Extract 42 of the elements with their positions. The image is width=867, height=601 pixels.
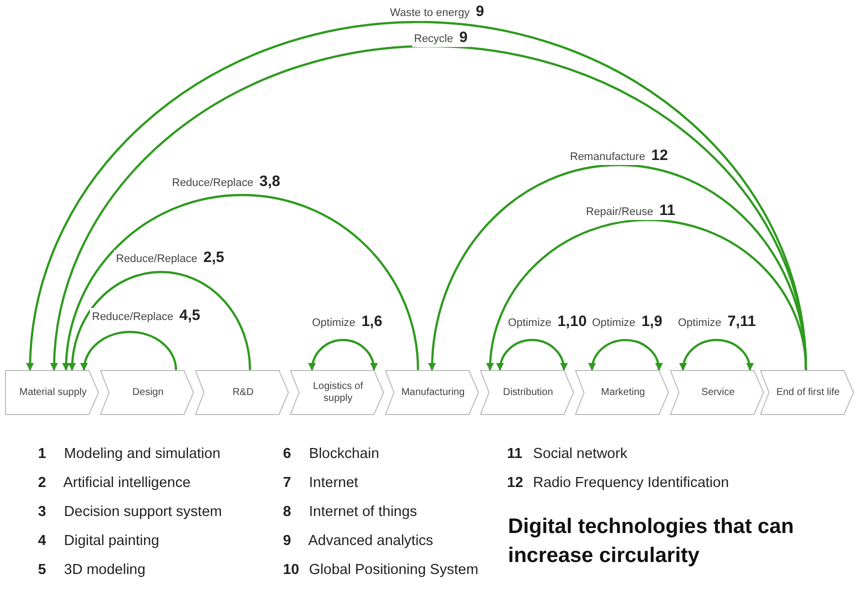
arc-arrow — [496, 338, 568, 371]
stage-label: Manufacturing — [400, 386, 466, 398]
stage-label: R&D — [231, 386, 255, 398]
edge-label: Optimize 1,6 — [310, 314, 384, 331]
arc-arrow — [428, 164, 808, 371]
arc-arrow — [68, 271, 252, 371]
arc-arrow — [680, 338, 754, 371]
edge-label: Repair/Reuse 11 — [584, 203, 678, 220]
edge-label: Remanufacture 12 — [568, 148, 670, 165]
edge-label: Reduce/Replace 4,5 — [90, 308, 202, 325]
edge-label: Recycle 9 — [412, 30, 470, 47]
technology-label: 5 3D modeling — [38, 562, 146, 578]
edge-label: Reduce/Replace 3,8 — [170, 174, 282, 191]
stage-label: Distribution — [502, 386, 554, 398]
edge-label: Reduce/Replace 2,5 — [114, 250, 226, 267]
arc-arrow — [486, 219, 808, 371]
edge-label: Optimize 1,9 — [590, 314, 664, 331]
technology-label: 1 Modeling and simulation — [38, 446, 220, 462]
arc-arrow — [62, 194, 420, 371]
arc-arrow — [80, 330, 178, 371]
technology-label: 9 Advanced analytics — [283, 533, 434, 549]
arc-arrow — [588, 338, 662, 371]
edge-label: Optimize 1,10 — [506, 314, 589, 331]
edge-label: Waste to energy 9 — [388, 4, 486, 21]
stage-label: Marketing — [600, 386, 646, 398]
technology-label: 8 Internet of things — [283, 504, 418, 520]
technology-label: 11 Social network — [507, 446, 628, 462]
edge-label: Optimize 7,11 — [676, 314, 758, 331]
technology-label: 10 Global Positioning System — [283, 562, 478, 578]
stage-label: Service — [700, 386, 736, 398]
technology-label: 4 Digital painting — [38, 533, 160, 549]
arc-arrow — [308, 338, 378, 371]
technology-label: 6 Blockchain — [283, 446, 380, 462]
stage-label: Logistics of supply — [312, 380, 364, 404]
diagram-title: Digital technologies that can increase circularity — [508, 514, 795, 569]
stage-label: Material supply — [18, 386, 88, 398]
stage-label: Design — [131, 386, 165, 398]
technology-label: 2 Artificial intelligence — [38, 475, 191, 491]
technology-label: 7 Internet — [283, 475, 358, 491]
technology-label: 3 Decision support system — [38, 504, 222, 520]
stage-label: End of first life — [775, 386, 841, 398]
technology-label: 12 Radio Frequency Identification — [507, 475, 729, 491]
